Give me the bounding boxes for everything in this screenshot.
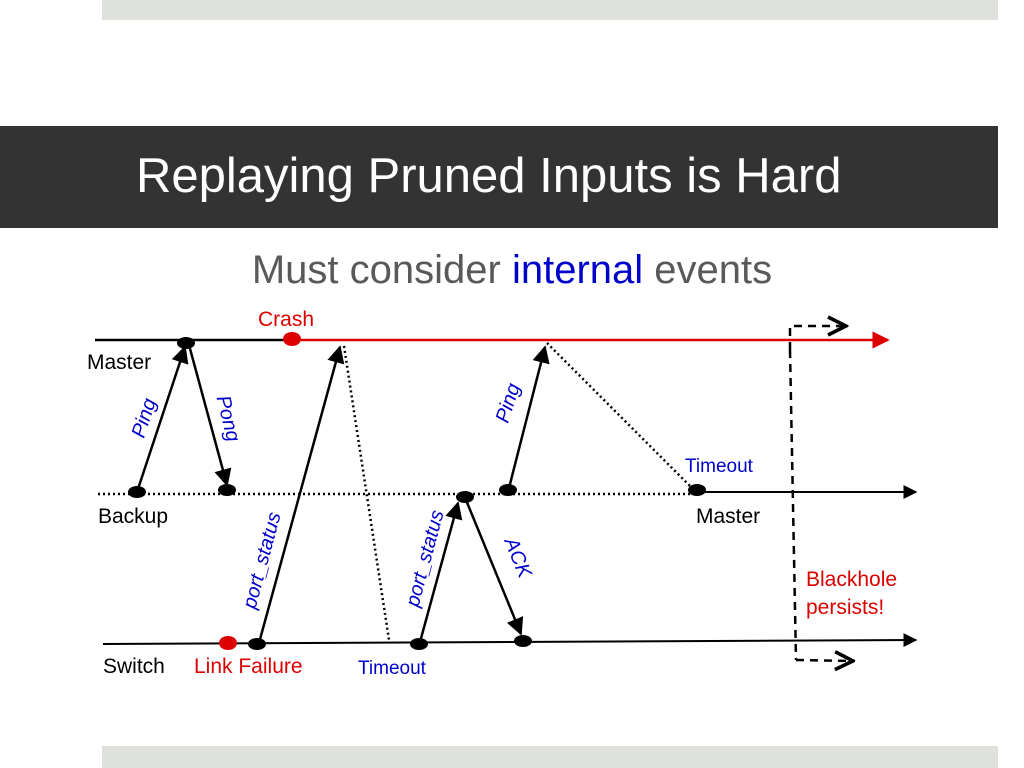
switch-timeline xyxy=(102,633,918,648)
backup-timeout-event xyxy=(688,484,706,496)
backup-pong-receive-event xyxy=(218,484,236,496)
subtitle-highlight: internal xyxy=(511,248,644,292)
top-decor-band xyxy=(102,0,998,20)
bottom-decor-band xyxy=(102,746,998,768)
ping-label-2: Ping xyxy=(492,381,525,426)
ping-arrow-1 xyxy=(135,345,189,493)
crash-event xyxy=(283,332,301,346)
backup-port-status-receive-event xyxy=(456,491,474,503)
subtitle-prefix: Must consider xyxy=(251,248,512,292)
dotted-message-to-switch xyxy=(342,345,391,641)
slide-subtitle: Must consider internal events xyxy=(0,248,1024,293)
port-status-label-1: port_status xyxy=(239,510,286,612)
switch-port-status-send-event xyxy=(248,638,266,650)
master-ping-receive-event xyxy=(177,337,195,349)
backup-label: Backup xyxy=(98,505,168,528)
blackhole-label-line1: Blackhole xyxy=(806,568,897,591)
switch-ack-receive-event xyxy=(514,635,532,647)
title-bar xyxy=(0,126,998,228)
crash-label: Crash xyxy=(258,308,314,331)
dotted-timeout-path xyxy=(546,342,694,490)
backup-ping-send-event-2 xyxy=(499,484,517,496)
ack-label: ACK xyxy=(499,534,536,583)
backup-ping-send-event xyxy=(128,486,146,498)
port-status-arrow-2 xyxy=(418,501,463,643)
port-status-arrow-1 xyxy=(257,345,345,644)
new-master-label: Master xyxy=(696,505,760,528)
blackhole-bottom-dashed xyxy=(795,660,853,661)
subtitle-suffix: events xyxy=(643,248,773,292)
switch-port-status-send-event-2 xyxy=(410,638,428,650)
ping-arrow-2 xyxy=(507,345,550,489)
slide-title: Replaying Pruned Inputs is Hard xyxy=(136,149,842,203)
switch-label: Switch xyxy=(103,655,165,678)
pong-arrow xyxy=(187,344,232,487)
blackhole-top-dashed xyxy=(788,326,846,350)
link-failure-label: Link Failure xyxy=(194,655,303,678)
link-failure-event xyxy=(219,636,237,650)
timeout-label-right: Timeout xyxy=(685,456,754,477)
ack-arrow xyxy=(464,499,524,636)
blackhole-label-line2: persists! xyxy=(806,596,884,619)
master-label: Master xyxy=(87,351,151,374)
blackhole-vertical-dashed xyxy=(788,349,798,661)
timeout-label-bottom: Timeout xyxy=(358,658,427,679)
pong-label: Pong xyxy=(211,393,244,444)
